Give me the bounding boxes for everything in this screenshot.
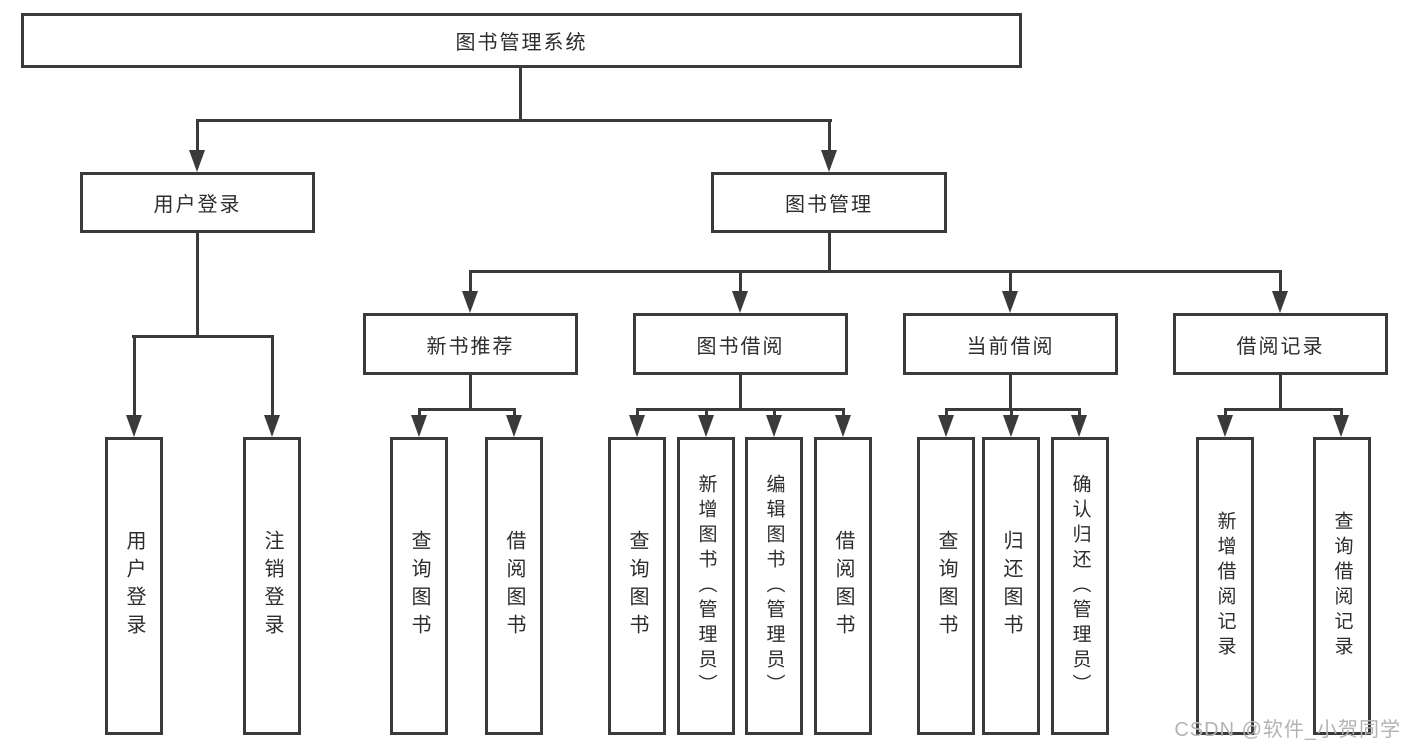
connector-drop <box>1009 375 1012 409</box>
arrow-down-icon <box>1002 291 1018 313</box>
arrow-down-icon <box>835 415 851 437</box>
arrow-down-icon <box>766 415 782 437</box>
arrow-down-icon <box>189 150 205 172</box>
node-label: 借阅记录 <box>1236 335 1325 358</box>
node-new-book-recommendation: 新书推荐 <box>363 313 578 375</box>
connector-split <box>418 408 516 411</box>
connector-root-drop <box>519 68 522 120</box>
node-label: 用户登录 <box>153 194 242 216</box>
connector-stub <box>1009 270 1012 292</box>
arrow-down-icon <box>462 291 478 313</box>
connector-stub <box>1340 408 1343 417</box>
leaf-recommend-borrow-books: 借阅图书 <box>485 437 543 735</box>
connector-split <box>636 408 844 411</box>
leaf-label: 确认归还（管理员） <box>1069 473 1091 699</box>
leaf-records-query-record: 查询借阅记录 <box>1313 437 1371 735</box>
connector-stub <box>418 408 421 417</box>
leaf-label: 借阅图书 <box>503 530 525 642</box>
arrow-down-icon <box>698 415 714 437</box>
connector-stub <box>842 408 845 417</box>
node-label: 图书管理 <box>785 194 873 216</box>
leaf-current-return-books: 归还图书 <box>982 437 1040 735</box>
arrow-down-icon <box>1217 415 1233 437</box>
arrow-down-icon <box>1003 415 1019 437</box>
leaf-current-confirm-return-admin: 确认归还（管理员） <box>1051 437 1109 735</box>
csdn-watermark: CSDN @软件_小贺同学 <box>1174 719 1401 741</box>
arrow-down-icon <box>821 150 837 172</box>
arrow-down-icon <box>629 415 645 437</box>
arrow-down-icon <box>1071 415 1087 437</box>
leaf-borrowing-query-books: 查询图书 <box>608 437 666 735</box>
leaf-label: 查询图书 <box>626 530 648 642</box>
connector-drop <box>739 375 742 409</box>
arrow-down-icon <box>732 291 748 313</box>
connector-stub <box>828 119 831 152</box>
leaf-borrowing-edit-books-admin: 编辑图书（管理员） <box>745 437 803 735</box>
connector-stub <box>945 408 948 417</box>
connector-stub <box>705 408 708 417</box>
node-book-management: 图书管理 <box>711 172 947 233</box>
leaf-label: 查询图书 <box>408 530 430 642</box>
arrow-down-icon <box>1272 291 1288 313</box>
connector-stub <box>636 408 639 417</box>
leaf-label: 用户登录 <box>123 530 145 642</box>
leaf-current-query-books: 查询图书 <box>917 437 975 735</box>
connector-stub <box>1078 408 1081 417</box>
leaf-label: 编辑图书（管理员） <box>763 473 785 699</box>
node-label: 图书管理系统 <box>455 32 588 54</box>
connector-stub <box>739 270 742 292</box>
leaf-logout-login: 注销登录 <box>243 437 301 735</box>
arrow-down-icon <box>506 415 522 437</box>
leaf-label: 借阅图书 <box>832 530 854 642</box>
arrow-down-icon <box>1333 415 1349 437</box>
node-book-borrowing: 图书借阅 <box>633 313 848 375</box>
leaf-label: 归还图书 <box>1000 530 1022 642</box>
connector-level1-split <box>196 119 832 122</box>
leaf-borrowing-add-books-admin: 新增图书（管理员） <box>677 437 735 735</box>
connector-level3-split <box>469 270 1282 273</box>
node-label: 当前借阅 <box>966 335 1055 358</box>
arrow-down-icon <box>264 415 280 437</box>
leaf-label: 新增借阅记录 <box>1214 511 1236 661</box>
arrow-down-icon <box>411 415 427 437</box>
connector-stub <box>1224 408 1227 417</box>
leaf-label: 查询图书 <box>935 530 957 642</box>
node-label: 图书借阅 <box>696 335 785 358</box>
connector-drop <box>1279 375 1282 409</box>
connector-stub <box>1010 408 1013 417</box>
leaf-label: 注销登录 <box>261 530 283 642</box>
arrow-down-icon <box>126 415 142 437</box>
connector-drop <box>469 375 472 409</box>
arrow-down-icon <box>938 415 954 437</box>
connector-stub <box>773 408 776 417</box>
node-user-login: 用户登录 <box>80 172 315 233</box>
leaf-user-login: 用户登录 <box>105 437 163 735</box>
node-current-borrowing: 当前借阅 <box>903 313 1118 375</box>
connector-user-login-drop <box>196 233 199 337</box>
node-borrowing-records: 借阅记录 <box>1173 313 1388 375</box>
leaf-label: 新增图书（管理员） <box>695 473 717 699</box>
leaf-recommend-query-books: 查询图书 <box>390 437 448 735</box>
leaf-borrowing-borrow-books: 借阅图书 <box>814 437 872 735</box>
connector-stub <box>469 270 472 292</box>
connector-stub <box>196 119 199 152</box>
connector-book-mgmt-drop <box>828 233 831 271</box>
leaf-label: 查询借阅记录 <box>1331 511 1353 661</box>
node-label: 新书推荐 <box>426 335 515 358</box>
node-library-management-system: 图书管理系统 <box>21 13 1022 68</box>
connector-split <box>945 408 1081 411</box>
connector-split <box>1224 408 1343 411</box>
connector-stub <box>133 335 136 416</box>
connector-stub <box>513 408 516 417</box>
connector-user-login-split <box>132 335 274 338</box>
connector-stub <box>271 335 274 416</box>
connector-stub <box>1279 270 1282 292</box>
leaf-records-add-record: 新增借阅记录 <box>1196 437 1254 735</box>
